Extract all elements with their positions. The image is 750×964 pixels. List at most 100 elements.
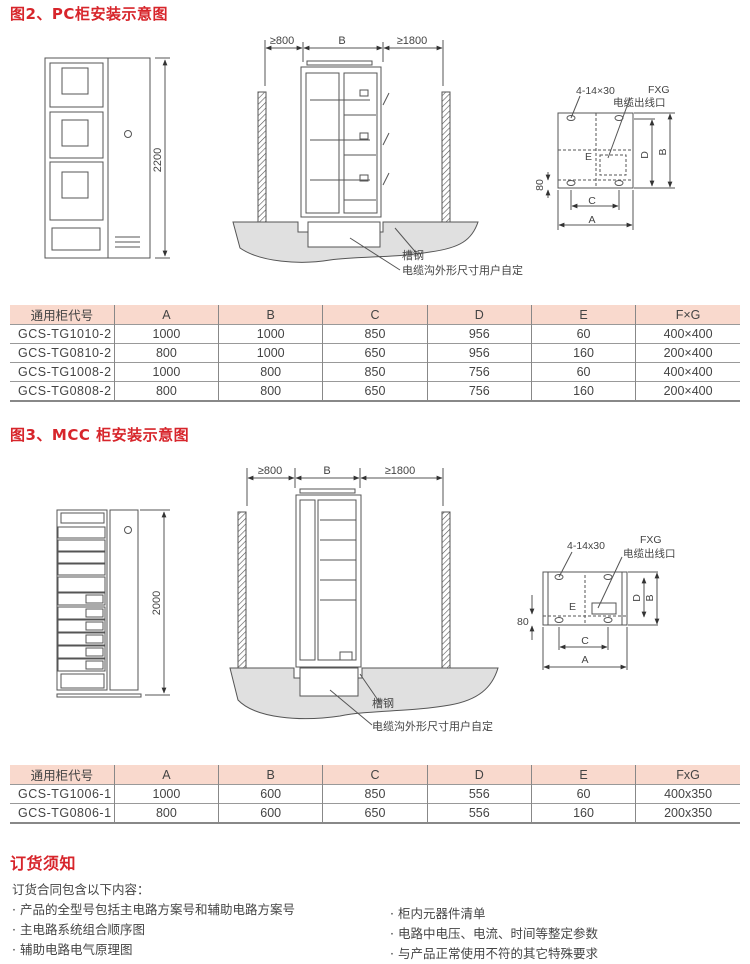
table-cell: 200x350 (635, 803, 740, 824)
fig3-title: 图3、MCC 柜安装示意图 (10, 426, 190, 444)
table-cell: 956 (427, 343, 532, 363)
list-item: · 柜内元器件清单 (390, 906, 486, 921)
mcc-cabinet-front-view (56, 509, 170, 698)
fig2-height-dim: 2200 (152, 148, 164, 172)
fig3-clear-left: ≥800 (258, 465, 282, 477)
table-cell: 400×400 (635, 362, 740, 382)
table-cell: 1000 (114, 362, 220, 382)
fig3-outlet-label: 电缆出线口 (623, 547, 676, 560)
pc-cabinet-plan-view (545, 95, 675, 230)
col-header: 通用柜代号 (10, 305, 115, 325)
fig3-holes-label: 4-14x30 (567, 540, 605, 552)
table-cell: 756 (427, 381, 532, 402)
col-header: B (218, 305, 324, 325)
col-header: C (322, 765, 428, 785)
fig3-plan-b: B (644, 594, 656, 601)
list-item: · 主电路系统组合顺序图 (12, 922, 145, 937)
list-item: · 产品的全型号包括主电路方案号和辅助电路方案号 (12, 902, 295, 917)
fig2-title: 图2、PC柜安装示意图 (10, 5, 168, 23)
table-cell: GCS-TG0808-2 (10, 381, 115, 402)
pc-cabinet-side-view (232, 40, 479, 271)
fig3-clear-right: ≥1800 (385, 465, 416, 477)
table-cell: 60 (531, 784, 637, 804)
fig2-outlet-label: 电缆出线口 (613, 96, 666, 109)
fig2-plan-offset: 80 (534, 179, 546, 191)
table-cell: 800 (114, 343, 220, 363)
table-cell: 1000 (114, 324, 220, 344)
table-cell: GCS-TG1006-1 (10, 784, 115, 804)
ordering-left-list: 订货合同包含以下内容： · 产品的全型号包括主电路方案号和辅助电路方案号 · 主… (12, 880, 295, 960)
col-header: E (531, 305, 637, 325)
table-cell: 850 (322, 324, 428, 344)
table-cell: 200×400 (635, 381, 740, 402)
fig2-plan-c: C (588, 195, 596, 207)
table-header-row: 通用柜代号 A B C D E F×G (10, 305, 740, 325)
table-cell: GCS-TG1008-2 (10, 362, 115, 382)
table-cell: GCS-TG1010-2 (10, 324, 115, 344)
table-cell: 160 (531, 381, 637, 402)
ordering-intro: 订货合同包含以下内容： (12, 882, 150, 897)
mcc-cabinet-plan-view (529, 551, 660, 670)
table-cell: 650 (322, 343, 428, 363)
table-cell: 1000 (218, 324, 324, 344)
col-header: F×G (635, 305, 740, 325)
table-cell: 1000 (218, 343, 324, 363)
fig2-plan-a: A (588, 214, 595, 226)
list-item: · 与产品正常使用不符的其它特殊要求 (390, 946, 598, 961)
col-header: C (322, 305, 428, 325)
table-cell: 650 (322, 381, 428, 402)
table-cell: 800 (114, 381, 220, 402)
col-header: B (218, 765, 324, 785)
table-cell: 556 (427, 784, 532, 804)
fig2-plan-e: E (585, 151, 592, 163)
table-cell: GCS-TG0810-2 (10, 343, 115, 363)
fig2-plan-d: D (639, 151, 651, 159)
ordering-title: 订货须知 (10, 854, 77, 873)
table-cell: 800 (114, 803, 220, 824)
col-header: E (531, 765, 637, 785)
col-header: FxG (635, 765, 740, 785)
col-header: D (427, 305, 532, 325)
table-cell: 956 (427, 324, 532, 344)
fig3-plan-a: A (581, 654, 588, 666)
col-header: 通用柜代号 (10, 765, 115, 785)
table-cell: 160 (531, 803, 637, 824)
fig2-width-label: B (338, 35, 345, 47)
table-cell: 800 (218, 381, 324, 402)
table-header-row: 通用柜代号 A B C D E FxG (10, 765, 740, 785)
table-cell: 800 (218, 362, 324, 382)
fig3-plan-c: C (581, 635, 589, 647)
col-header: D (427, 765, 532, 785)
ordering-right-list: · 柜内元器件清单 · 电路中电压、电流、时间等整定参数 · 与产品正常使用不符… (390, 904, 598, 964)
fig2-trench-label: 电缆沟外形尺寸用户自定 (402, 263, 523, 277)
table-cell: 60 (531, 362, 637, 382)
table-cell: GCS-TG0806-1 (10, 803, 115, 824)
table-cell: 400x350 (635, 784, 740, 804)
table-cell: 556 (427, 803, 532, 824)
fig3-plan-d: D (631, 594, 643, 602)
table-cell: 600 (218, 784, 324, 804)
fig2-plan-b: B (657, 148, 669, 155)
fig3-channel-label: 槽钢 (372, 697, 394, 710)
table-cell: 200×400 (635, 343, 740, 363)
fig3-plan-e: E (569, 601, 576, 613)
fig2-channel-label: 槽钢 (402, 249, 424, 262)
mcc-cabinet-side-view (229, 468, 499, 726)
fig2-clear-right: ≥1800 (397, 35, 428, 47)
fig2-holes-label: 4-14×30 (576, 85, 615, 97)
table-cell: 600 (218, 803, 324, 824)
table-cell: 650 (322, 803, 428, 824)
fig3-fxg-label: FXG (640, 534, 662, 546)
list-item: · 辅助电路电气原理图 (12, 942, 133, 957)
table-cell: 850 (322, 784, 428, 804)
list-item: · 电路中电压、电流、时间等整定参数 (390, 926, 598, 941)
table-cell: 160 (531, 343, 637, 363)
